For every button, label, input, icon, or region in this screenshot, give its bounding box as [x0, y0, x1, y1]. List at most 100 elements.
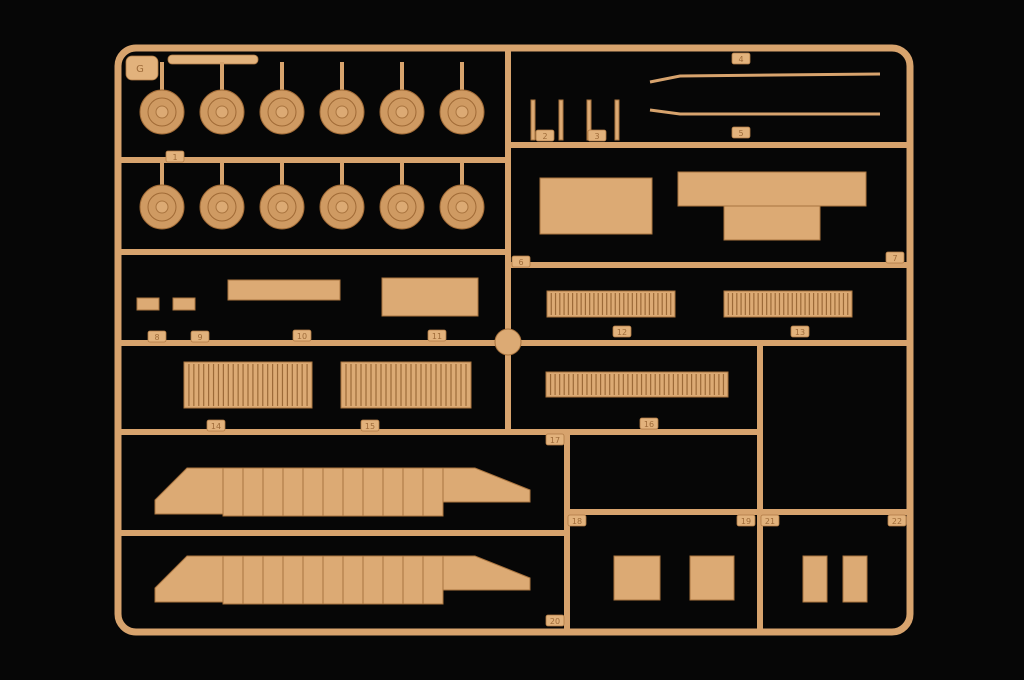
wheel-gate	[460, 157, 464, 207]
part-number-tag	[731, 52, 751, 65]
outer-runner	[114, 44, 914, 636]
wheel-gate	[340, 62, 344, 112]
part-19	[689, 555, 735, 601]
part-number-tag	[731, 126, 751, 139]
part-number-label: 12	[617, 328, 627, 337]
side-skirt-panel	[302, 555, 324, 605]
part-number-tag	[612, 325, 632, 338]
wheel-hub	[395, 105, 409, 119]
wheel-gate	[400, 157, 404, 207]
pin-part	[558, 99, 564, 141]
road-wheels	[139, 62, 485, 230]
part-18	[613, 555, 661, 601]
side-skirt-panel	[422, 467, 444, 517]
part-number-tag	[887, 514, 907, 527]
side-skirt-panel	[282, 467, 304, 517]
part-22	[842, 555, 868, 603]
part-number-tag	[190, 330, 210, 343]
part-number-label: 16	[644, 420, 654, 429]
wheel-hub	[155, 105, 169, 119]
side-skirt-panel	[362, 467, 384, 517]
wheel-rim	[447, 192, 477, 222]
side-skirt-panel	[382, 555, 404, 605]
wheel-hub	[275, 200, 289, 214]
wheel-rim	[327, 192, 357, 222]
wheel-hub	[155, 200, 169, 214]
part-21	[802, 555, 828, 603]
part-number-tag	[165, 150, 185, 163]
part-number-tag	[587, 129, 607, 142]
wheel-rim	[207, 97, 237, 127]
wheel-rim	[147, 192, 177, 222]
wheel-rim	[147, 97, 177, 127]
pin-part	[614, 99, 620, 141]
side-skirt-tail	[442, 467, 531, 503]
rod-part	[649, 108, 880, 116]
side-skirt-panel	[282, 555, 304, 605]
part-number-tag	[760, 514, 780, 527]
side-skirt-panel	[302, 467, 324, 517]
part-number-tag	[292, 329, 312, 342]
part-number-tag	[639, 417, 659, 430]
pin-part	[530, 99, 536, 141]
side-skirt-panel	[342, 467, 364, 517]
part-number-label: 2	[542, 132, 547, 141]
wheel-rim	[327, 97, 357, 127]
part-number-tag	[427, 329, 447, 342]
wheel-gate	[160, 62, 164, 112]
part-number-label: 22	[892, 517, 902, 526]
part-10	[227, 279, 341, 301]
side-skirt-end	[154, 467, 224, 515]
side-skirt-tail	[442, 555, 531, 591]
sprue-code-tag	[167, 54, 259, 65]
sprue-letter: G	[136, 64, 144, 75]
wheel-rim	[447, 97, 477, 127]
part-number-label: 13	[795, 328, 805, 337]
part-number-tag	[736, 514, 756, 527]
part-number-label: 21	[765, 517, 775, 526]
parts	[136, 72, 881, 605]
part-number-label: 8	[154, 333, 159, 342]
part-number-label: 6	[518, 258, 523, 267]
side-skirt-panel	[242, 467, 264, 517]
part-number-label: 15	[365, 422, 375, 431]
part-hull-plate	[677, 171, 867, 207]
part-number-label: 4	[738, 55, 743, 64]
wheel-rim	[267, 97, 297, 127]
part-number-label: 9	[197, 333, 202, 342]
side-skirt-panel	[362, 555, 384, 605]
part-number-tag	[511, 255, 531, 268]
part-number-tag	[545, 433, 565, 446]
side-skirt-panel	[402, 555, 424, 605]
part-number-label: 3	[594, 132, 599, 141]
side-skirt-panel	[322, 467, 344, 517]
side-skirt-panel	[222, 467, 244, 517]
wheel-rim	[387, 192, 417, 222]
side-skirt-panel	[262, 555, 284, 605]
wheel-gate	[280, 62, 284, 112]
part-9	[172, 297, 196, 311]
part-number-label: 14	[211, 422, 221, 431]
wheel-hub	[335, 200, 349, 214]
wheel-hub	[275, 105, 289, 119]
wheel-rim	[267, 192, 297, 222]
side-skirt-panel	[242, 555, 264, 605]
part-8	[136, 297, 160, 311]
wheel-rim	[387, 97, 417, 127]
wheel-hub	[455, 200, 469, 214]
sprue-letter-tag	[125, 55, 159, 81]
part-number-label: 10	[297, 332, 307, 341]
part-number-label: 17	[550, 436, 560, 445]
wheel-hub	[215, 105, 229, 119]
part-number-label: 1	[172, 153, 177, 162]
wheel-hub	[215, 200, 229, 214]
wheel-gate	[280, 157, 284, 207]
part-number-tag	[360, 419, 380, 432]
rod-part	[649, 72, 881, 84]
sprue-hub	[494, 328, 522, 356]
side-skirt-end	[154, 555, 224, 603]
side-skirt-panel	[342, 555, 364, 605]
side-skirt-panel	[382, 467, 404, 517]
